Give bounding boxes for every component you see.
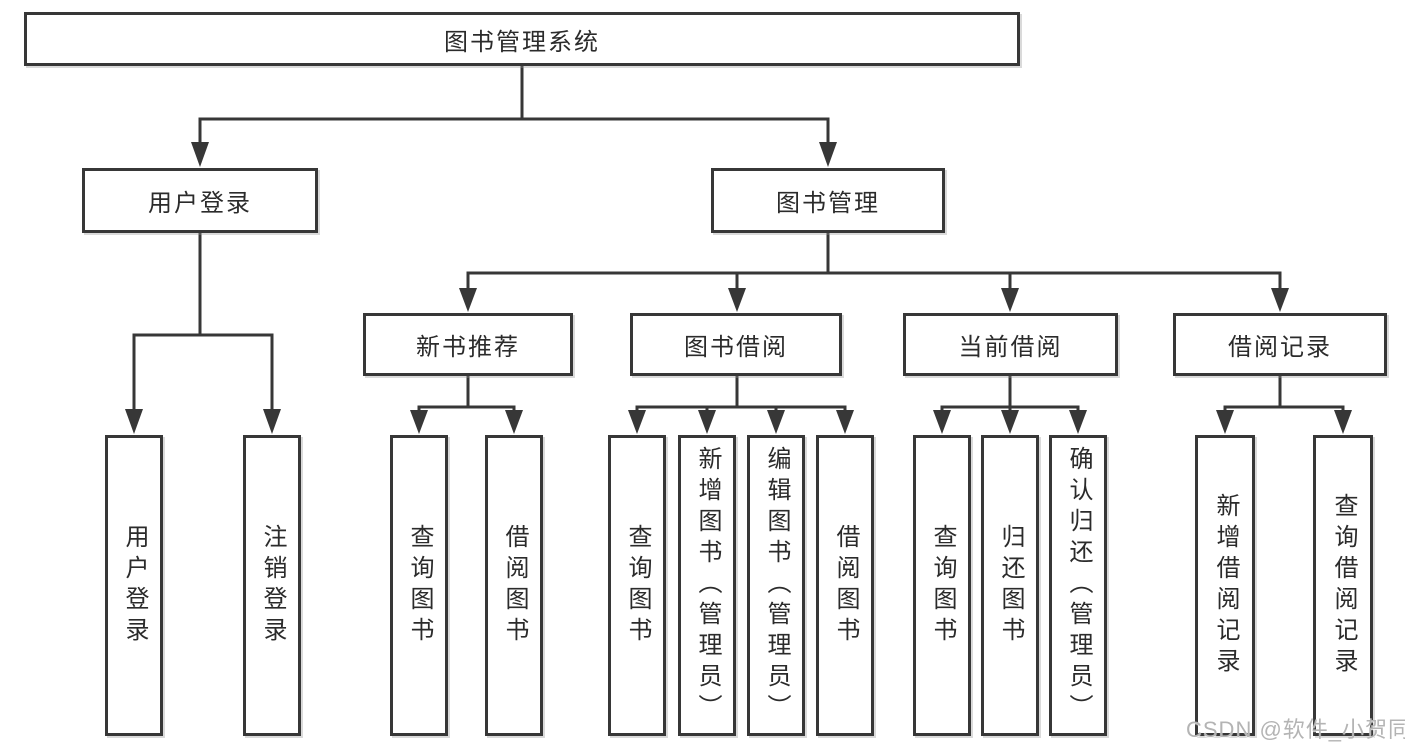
- arrowhead: [933, 410, 951, 434]
- connector-book-borrow-to-children: [628, 374, 854, 434]
- node-current-borrow: 当前借阅: [903, 313, 1118, 376]
- arrowhead: [1069, 410, 1087, 434]
- connector-borrow-records-to-children: [1216, 374, 1352, 434]
- node-root: 图书管理系统: [24, 12, 1020, 66]
- leaf-current-return-books: 归还图书: [981, 435, 1039, 736]
- leaf-borrow-query-books: 查询图书: [608, 435, 666, 736]
- arrowhead: [505, 410, 523, 434]
- arrowhead: [125, 409, 143, 434]
- arrowhead: [767, 410, 785, 434]
- arrowhead: [819, 142, 837, 167]
- leaf-borrow-borrow-books: 借阅图书: [816, 435, 874, 736]
- arrowhead: [410, 410, 428, 434]
- leaf-current-query-books: 查询图书: [913, 435, 971, 736]
- arrowhead: [1271, 288, 1289, 312]
- connector-new-book-recommend-to-children: [410, 374, 523, 434]
- leaf-recommend-borrow-books: 借阅图书: [485, 435, 543, 736]
- leaf-user-login: 用户登录: [105, 435, 163, 736]
- node-new-book-recommend: 新书推荐: [363, 313, 573, 376]
- arrowhead: [836, 410, 854, 434]
- leaf-records-query-record: 查询借阅记录: [1313, 435, 1373, 736]
- arrowhead: [1216, 410, 1234, 434]
- arrowhead: [1001, 410, 1019, 434]
- leaf-records-add-record: 新增借阅记录: [1195, 435, 1255, 736]
- arrowhead: [1334, 410, 1352, 434]
- arrowhead: [191, 142, 209, 167]
- arrowhead: [698, 410, 716, 434]
- csdn-watermark: CSDN @软件_小贺同学: [1186, 717, 1405, 742]
- arrowhead: [459, 288, 477, 312]
- connector-book-management-to-level3: [459, 231, 1289, 312]
- node-borrow-records: 借阅记录: [1173, 313, 1387, 376]
- node-book-management: 图书管理: [711, 168, 945, 233]
- arrowhead: [628, 410, 646, 434]
- connector-current-borrow-to-children: [933, 374, 1087, 434]
- arrowhead: [728, 288, 746, 312]
- connector-user-login-to-children: [125, 231, 281, 434]
- node-user-login-group: 用户登录: [82, 168, 318, 233]
- leaf-current-confirm-return-admin: 确认归还（管理员）: [1049, 435, 1107, 736]
- arrowhead: [1001, 288, 1019, 312]
- leaf-borrow-add-books-admin: 新增图书（管理员）: [678, 435, 736, 736]
- leaf-borrow-edit-books-admin: 编辑图书（管理员）: [747, 435, 805, 736]
- leaf-logout: 注销登录: [243, 435, 301, 736]
- connector-root-to-level2: [191, 63, 837, 167]
- arrowhead: [263, 409, 281, 434]
- leaf-recommend-query-books: 查询图书: [390, 435, 448, 736]
- node-book-borrow: 图书借阅: [630, 313, 842, 376]
